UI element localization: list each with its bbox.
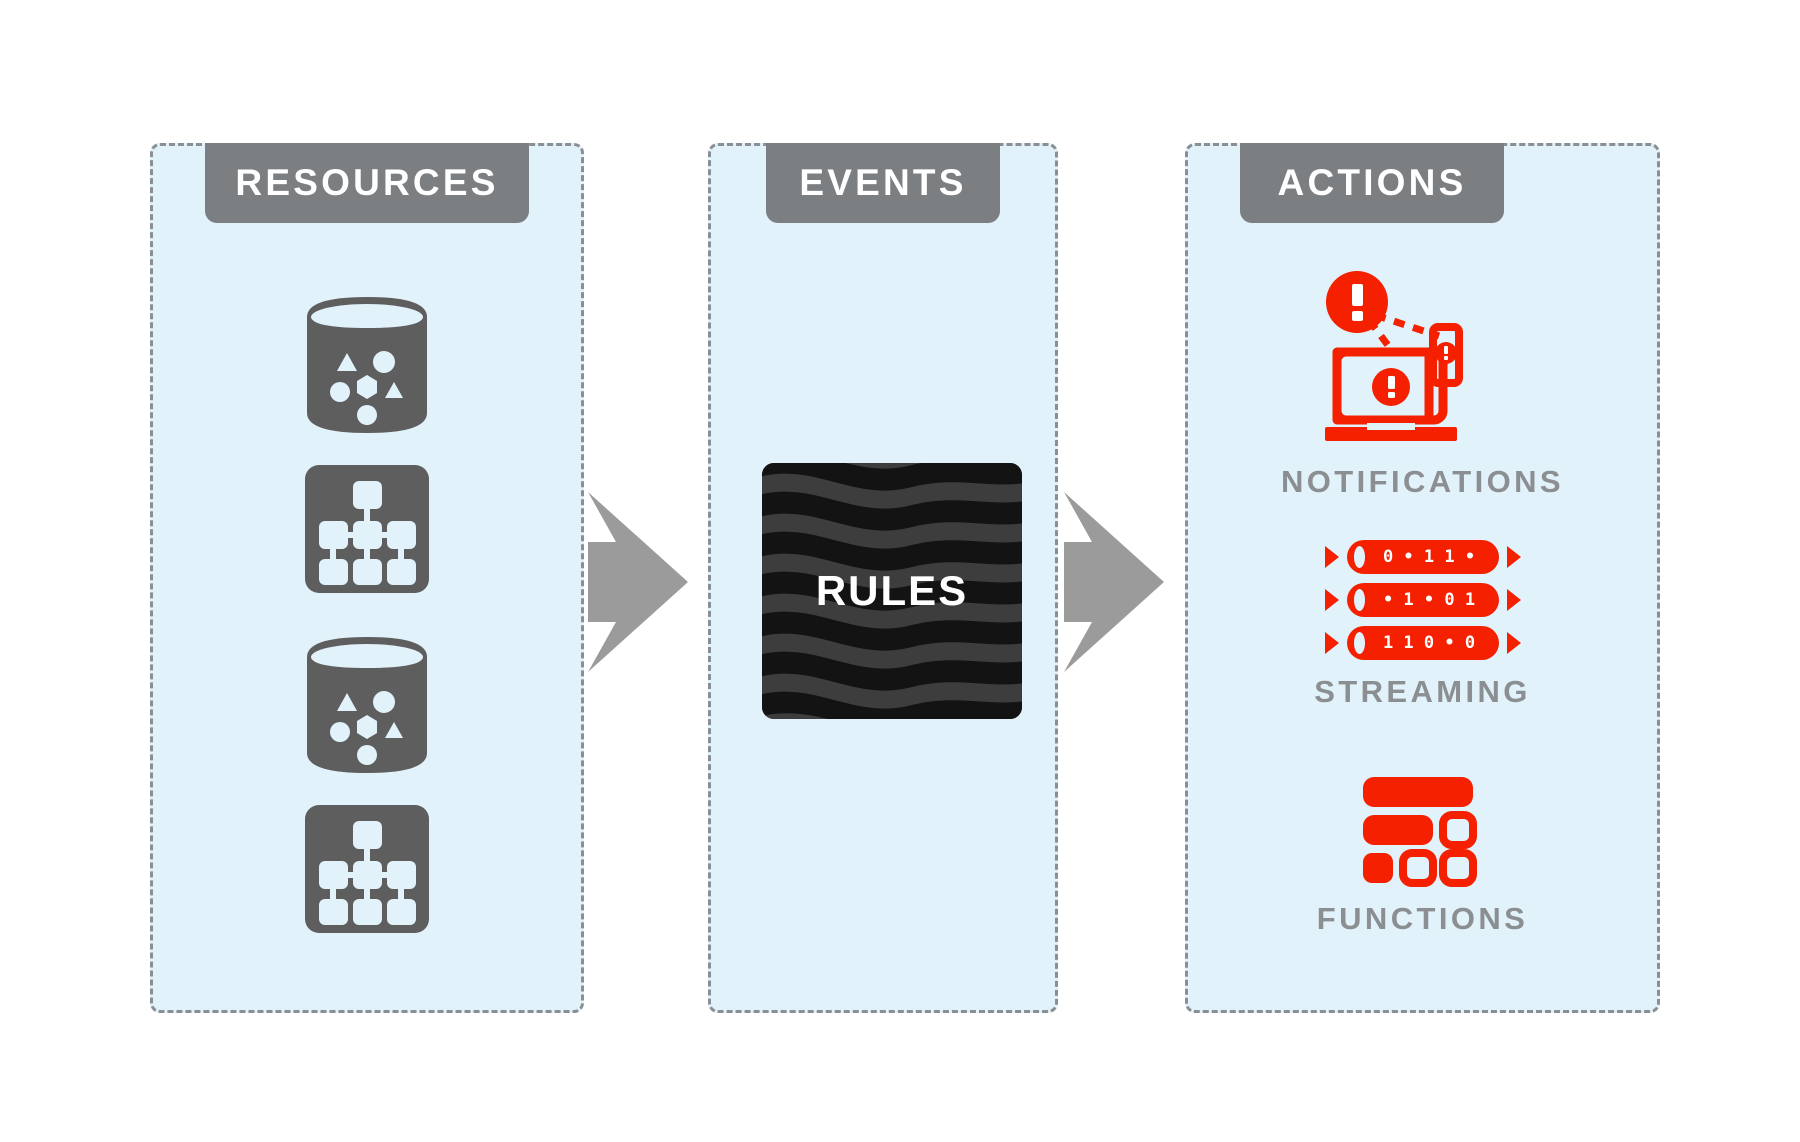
stream-arrow-right-icon xyxy=(1506,589,1521,611)
binary-stream-icon: 0 • 1 1 • • 1 • 0 1 1 1 0 • 0 xyxy=(1185,540,1660,660)
stream-bits: 0 • 1 1 • xyxy=(1382,546,1476,567)
panel-header-resources: RESOURCES xyxy=(205,143,529,223)
functions-grid-icon xyxy=(1185,775,1660,887)
stream-bits: 1 1 0 • 0 xyxy=(1382,632,1476,653)
stream-row: • 1 • 0 1 xyxy=(1324,583,1521,617)
stream-arrow-left-icon xyxy=(1324,589,1339,611)
rules-label: RULES xyxy=(815,567,969,614)
alert-notification-icon xyxy=(1185,270,1660,450)
panel-header-actions: ACTIONS xyxy=(1240,143,1504,223)
stream-arrow-left-icon xyxy=(1324,546,1339,568)
stream-row: 0 • 1 1 • xyxy=(1324,540,1521,574)
stream-pill: • 1 • 0 1 xyxy=(1346,583,1499,617)
database-icon xyxy=(305,295,429,435)
network-topology-icon xyxy=(305,805,429,933)
panel-header-events: EVENTS xyxy=(766,143,1000,223)
action-streaming: 0 • 1 1 • • 1 • 0 1 1 1 0 • 0 STREAMING xyxy=(1185,540,1660,710)
action-functions: FUNCTIONS xyxy=(1185,775,1660,937)
arrow-events-to-actions xyxy=(1064,492,1244,672)
action-label-functions: FUNCTIONS xyxy=(1316,901,1529,936)
stream-bits: • 1 • 0 1 xyxy=(1382,589,1476,610)
stream-arrow-right-icon xyxy=(1506,632,1521,654)
stream-arrow-right-icon xyxy=(1506,546,1521,568)
network-topology-icon xyxy=(305,465,429,593)
stream-pill: 1 1 0 • 0 xyxy=(1346,626,1499,660)
action-label-notifications: NOTIFICATIONS xyxy=(1281,464,1564,499)
arrow-resources-to-events xyxy=(588,492,768,672)
database-icon xyxy=(305,635,429,775)
stream-pill: 0 • 1 1 • xyxy=(1346,540,1499,574)
action-notifications: NOTIFICATIONS xyxy=(1185,270,1660,500)
panel-actions xyxy=(1185,143,1660,1013)
stream-row: 1 1 0 • 0 xyxy=(1324,626,1521,660)
action-label-streaming: STREAMING xyxy=(1314,674,1531,709)
stream-arrow-left-icon xyxy=(1324,632,1339,654)
rules-box: RULES xyxy=(762,463,1022,719)
